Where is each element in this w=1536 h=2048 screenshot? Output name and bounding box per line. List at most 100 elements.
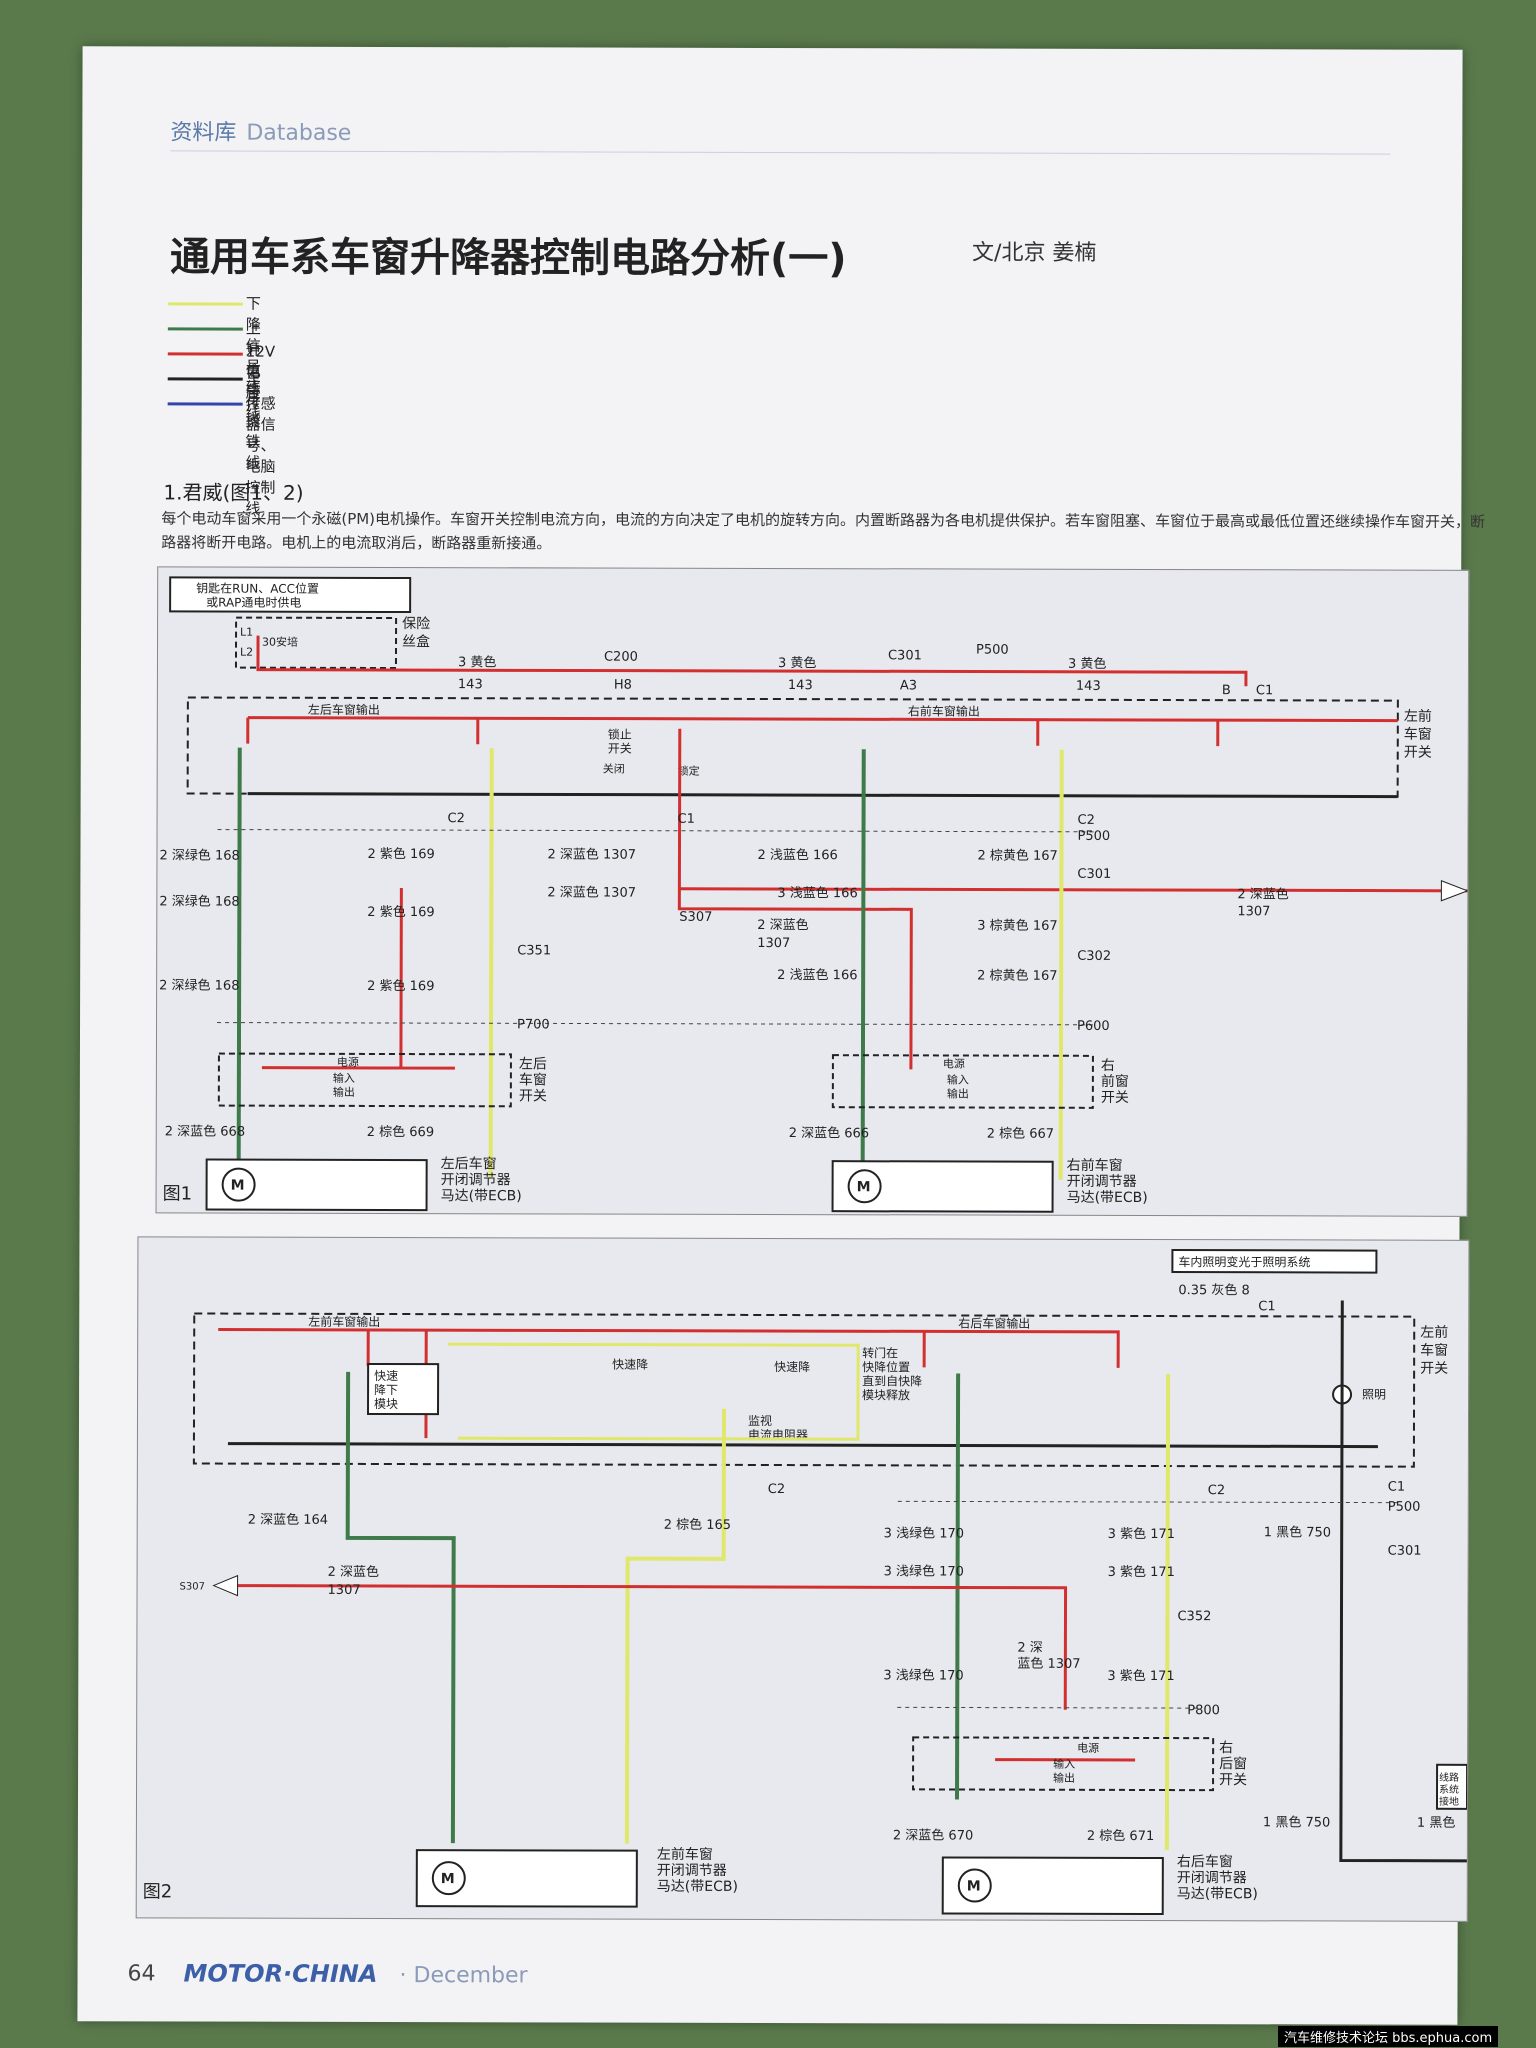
wire-label: 2 深蓝色 670 (893, 1827, 973, 1843)
wire-12v-switch (247, 716, 1398, 723)
express-label: 模块 (374, 1397, 398, 1411)
wire-label: 2 深蓝色 (1237, 886, 1288, 902)
wire-label: 143 (1076, 679, 1101, 694)
legend-swatch (167, 302, 243, 306)
conn-label: P700 (517, 1017, 550, 1032)
section-heading: 1.君威(图1、2) (163, 480, 304, 505)
conn-label: P600 (1077, 1019, 1110, 1034)
wire-label: 1 黑色 750 (1263, 1814, 1330, 1830)
ground-wire (1339, 1300, 1469, 1863)
lock-label: 锁止 (608, 727, 632, 742)
article-author: 文/北京 姜楠 (972, 240, 1097, 266)
motor-icon (221, 1167, 256, 1202)
conn-label: C2 (1208, 1483, 1225, 1498)
rr-motor-box (941, 1856, 1164, 1916)
ground-bus (247, 792, 1398, 799)
switch-label: 开关 (1404, 745, 1432, 761)
switch-label: 后窗 (1219, 1755, 1247, 1772)
conn-label: C1 (1256, 683, 1273, 698)
issue-month: · December (399, 1963, 528, 1989)
wire-label: 2 棕色 165 (664, 1517, 731, 1533)
conn-label: S307 (180, 1581, 205, 1592)
fuse-l2: L2 (240, 646, 253, 659)
offpage-arrow (1440, 880, 1469, 902)
express-down-label: 快速降 (612, 1358, 648, 1372)
wire-label: 2 棕黄色 167 (977, 848, 1057, 864)
rr-out-label: 右后车窗输出 (958, 1315, 1030, 1330)
io-label: 输出 (333, 1085, 355, 1099)
motor-icon (431, 1861, 466, 1896)
io-label: 输入 (333, 1071, 355, 1085)
wire-label: 蓝色 1307 (1017, 1656, 1080, 1672)
conn-label: P500 (976, 643, 1009, 658)
motor-label: 左后车窗 (441, 1155, 497, 1172)
switch-label: 开关 (1219, 1772, 1247, 1788)
wire-label: 3 紫色 171 (1108, 1526, 1175, 1542)
wire-label: 3 黄色 (778, 655, 816, 671)
fuse-box-label: 保险 (402, 616, 430, 632)
wire-label: 3 浅绿色 170 (884, 1563, 964, 1579)
io-label: 输出 (947, 1086, 969, 1100)
conn-label: C352 (1177, 1609, 1211, 1624)
body-paragraph: 每个电动车窗采用一个永磁(PM)电机操作。车窗开关控制电流方向，电流的方向决定了… (161, 509, 1486, 553)
lock-label: 开关 (608, 742, 632, 756)
rf-output-label: 右前车窗输出 (908, 703, 980, 718)
motor-icon (847, 1169, 882, 1204)
express-label: 降下 (374, 1383, 398, 1397)
switch-label: 车窗 (519, 1071, 547, 1088)
wire-1307 (237, 1584, 1068, 1710)
wire-12v-main (256, 635, 1248, 687)
connector-line (217, 1022, 1098, 1026)
power-label: 电源 (943, 1056, 965, 1070)
io-label: 输入 (947, 1072, 969, 1086)
rf-motor-box (831, 1160, 1054, 1213)
motor-label: 右后车窗 (1177, 1853, 1233, 1870)
wire-down-lf (624, 1408, 727, 1844)
switch-label: 左后 (519, 1056, 547, 1072)
spacer (407, 806, 408, 1068)
lock-close: 关闭 (603, 762, 625, 776)
wire-label: 2 紫色 169 (367, 904, 434, 920)
power-box-text: 钥匙在RUN、ACC位置 (196, 580, 319, 595)
power-box-text: 或RAP通电时供电 (206, 596, 301, 610)
wire-label: 2 浅蓝色 166 (757, 847, 837, 863)
wire-label: 3 浅绿色 170 (883, 1667, 963, 1683)
conn-label: B (1222, 683, 1231, 698)
conn-label: C301 (1077, 867, 1111, 882)
fig2-svg: 车内照明变光于照明系统 0.35 灰色 8 C1 左前 车窗 开关 左前车窗输出… (180, 1249, 1469, 1916)
express-module (367, 1362, 440, 1416)
dimming-label: 车内照明变光于照明系统 (1178, 1254, 1310, 1269)
article-title: 通用车系车窗升降器控制电路分析(一) (169, 234, 847, 283)
io-label: 输出 (1053, 1771, 1075, 1785)
motor-label: 右前车窗 (1067, 1157, 1123, 1174)
conn-label: C301 (1388, 1544, 1422, 1559)
wire-label: 2 深蓝色 (328, 1564, 379, 1580)
rr-switch-box (912, 1736, 1215, 1792)
conn-label: P500 (1078, 829, 1111, 844)
legend-swatch (167, 327, 243, 331)
fig1-svg: 钥匙在RUN、ACC位置 或RAP通电时供电 L1 L2 30安培 保险 丝盒 … (159, 576, 1469, 1213)
wire-label: 2 深蓝色 (757, 917, 808, 933)
wire-label: 3 紫色 171 (1107, 1668, 1174, 1684)
wire-label: 2 棕黄色 167 (977, 968, 1057, 984)
wiring-diagram-fig1: 钥匙在RUN、ACC位置 或RAP通电时供电 L1 L2 30安培 保险 丝盒 … (155, 566, 1470, 1217)
wire-label: 2 棕色 671 (1087, 1828, 1154, 1844)
wire-label: 143 (458, 677, 483, 692)
motor-label: 开闭调节器 (441, 1172, 511, 1188)
conn-label: C200 (604, 650, 638, 665)
switch-label: 开关 (1101, 1090, 1129, 1106)
wire-up-lr (236, 747, 242, 1178)
fuse-box-label: 丝盒 (402, 633, 430, 650)
header-cn: 资料库 (170, 120, 237, 146)
forum-watermark: 汽车维修技术论坛 bbs.ephua.com (1278, 2026, 1499, 2047)
motor-label: 马达(带ECB) (1177, 1886, 1258, 1902)
wire-label: 1307 (1237, 904, 1270, 919)
switch-label: 开关 (519, 1088, 547, 1104)
wire-label: 1 黑色 (1417, 1815, 1455, 1831)
wire-up-lf (345, 1371, 456, 1844)
rf-switch-box (831, 1054, 1094, 1109)
express-label: 快速 (374, 1369, 398, 1383)
monitor-label: 监视 (748, 1413, 772, 1428)
switch-label: 右 (1219, 1740, 1233, 1756)
motor-label: 马达(带ECB) (1067, 1190, 1148, 1206)
